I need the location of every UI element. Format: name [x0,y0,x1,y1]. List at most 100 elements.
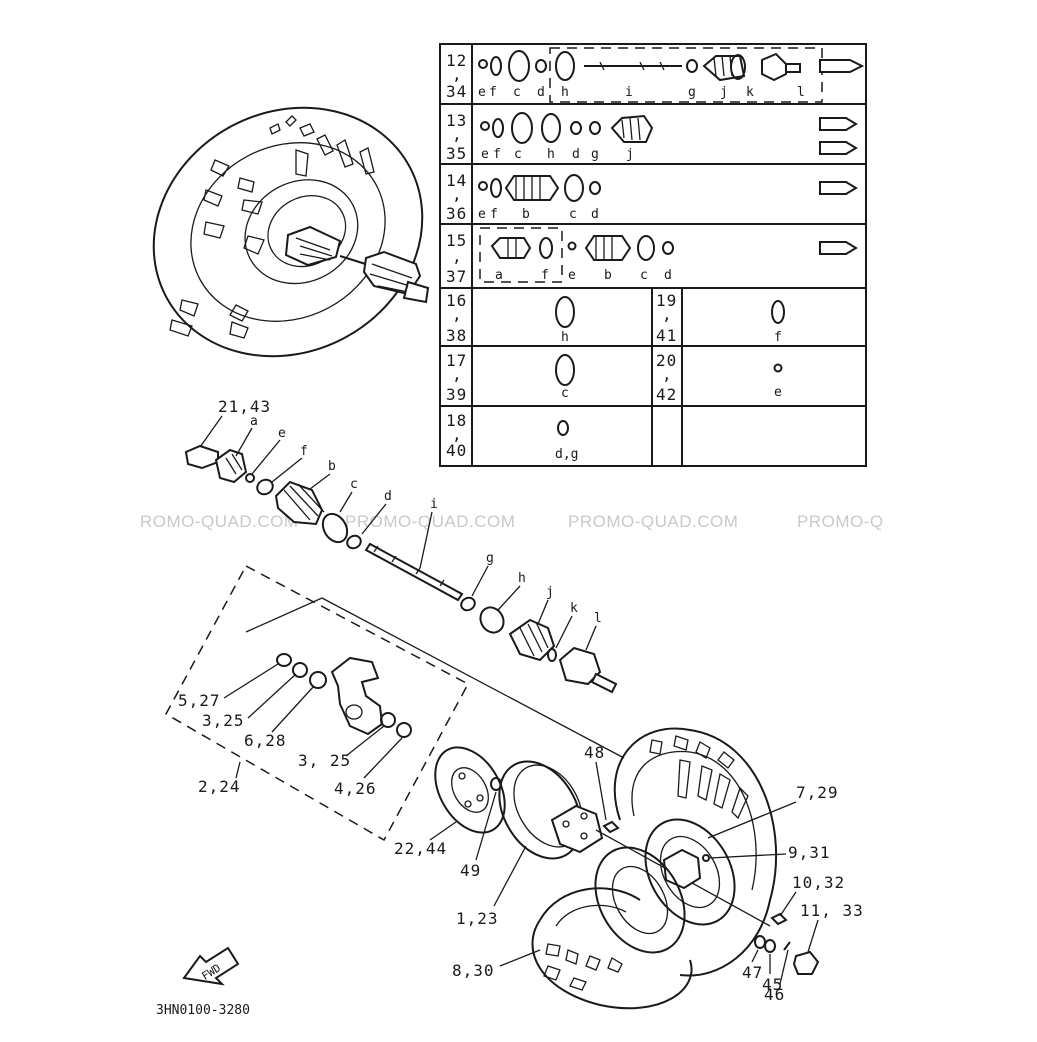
row-separator: , [452,125,463,144]
callout-1-23: 1,23 [456,909,499,928]
table-cell-19-41: 19 , 41 f [656,291,785,345]
row-separator: , [662,305,673,324]
row-separator: , [662,365,673,384]
part-letter: d,g [555,447,578,462]
callout-h: h [518,571,526,586]
callout-3-25: 3,25 [202,711,245,730]
part-letter: c [513,85,521,100]
row-number: 34 [446,82,467,101]
part-letter: f [489,85,497,100]
row-number: 20 [656,351,677,370]
row-number: 13 [446,111,467,130]
callout-10-32: 10,32 [792,873,845,892]
callout-11-33: 11, 33 [800,901,864,920]
part-letter: f [774,330,782,345]
tread-lugs [169,115,375,339]
table-cell-17-39: 17 , 39 c [446,351,575,404]
callout-e: e [278,426,286,441]
row-number: 40 [446,441,467,460]
knuckle-assembly: 5,27 3,25 6,28 3, 25 2,24 4,26 [164,564,625,842]
row-separator: , [452,185,463,204]
row-number: 15 [446,231,467,250]
row-letters: e f c h d g j [481,147,634,162]
callout-45: 45 [762,975,783,994]
callout-i: i [430,497,438,512]
part-letter: h [547,147,555,162]
part-letter: b [604,268,612,283]
part-letter: c [569,207,577,222]
callout-46: 46 [764,985,785,1004]
part-letter: k [746,85,754,100]
table-row-15-37: 15 , 37 a f e b c d [446,227,858,286]
table-row-13-35: 13 , 35 e f c h d g j [446,111,858,163]
part-letter: f [493,147,501,162]
part-letter: e [481,147,489,162]
callout-b: b [328,459,336,474]
part-letter: l [797,85,805,100]
part-letter: d [591,207,599,222]
tread-lugs [543,943,623,991]
callout-a: a [250,414,258,429]
callout-g: g [486,551,494,566]
diagram-code: 3HN0100-3280 [156,1003,250,1018]
row-number: 35 [446,144,467,163]
part-letter: g [591,147,599,162]
callout-9-31: 9,31 [788,843,831,862]
callout-47: 47 [742,963,763,982]
row-separator: , [452,365,463,384]
row-number: 17 [446,351,467,370]
callout-8-30: 8,30 [452,961,495,980]
part-letter: c [561,386,569,401]
row-number: 37 [446,267,467,286]
part-letter: c [640,268,648,283]
row-parts-sketch [480,112,858,155]
row-separator: , [452,65,463,84]
callout-3-25: 3, 25 [298,751,351,770]
callout-21-43: 21,43 [218,397,271,416]
callout-l: l [594,611,602,626]
part-letter: e [478,85,486,100]
part-letter: j [626,147,634,162]
part-letter: f [490,207,498,222]
callout-7-29: 7,29 [796,783,839,802]
row-letters: e f c d h i g j k l [478,85,805,100]
table-cell-18-40: 18 , 40 d,g [446,411,578,462]
callout-2-24: 2,24 [198,777,241,796]
callout-22-44: 22,44 [394,839,447,858]
part-letter: d [664,268,672,283]
callout-49: 49 [460,861,481,880]
row-number: 41 [656,326,677,345]
row-separator: , [452,247,463,266]
callout-6-28: 6,28 [244,731,287,750]
table-row-14-36: 14 , 36 e f b c d [446,171,858,223]
part-letter: e [568,268,576,283]
watermark-text: PROMO-QUAD.COM [568,512,738,531]
upper-driveshaft [284,225,430,304]
row-separator: , [452,305,463,324]
part-letter: g [688,85,696,100]
part-letter: e [774,385,782,400]
part-letter: f [541,268,549,283]
row-parts-sketch [478,47,865,103]
part-letter: a [495,268,503,283]
row-parts-sketch [479,227,858,283]
callout-f: f [300,444,308,459]
part-letter: j [720,85,728,100]
part-letter: e [478,207,486,222]
callout-5-27: 5,27 [178,691,221,710]
callout-d: d [384,489,392,504]
row-separator: , [452,425,463,444]
watermark-text: PROMO-Q [797,512,884,531]
row-letters: a f e b c d [495,268,672,283]
part-letter: i [625,85,633,100]
callout-4-26: 4,26 [334,779,377,798]
row-number: 19 [656,291,677,310]
forward-arrow-icon: FWD [182,946,240,986]
part-letter: c [514,147,522,162]
parts-table: 12 , 34 e [439,43,867,467]
driveshaft-exploded: 21,43 a e f b c d i g [184,397,618,694]
tread-lugs [649,735,749,820]
row-number: 36 [446,204,467,223]
